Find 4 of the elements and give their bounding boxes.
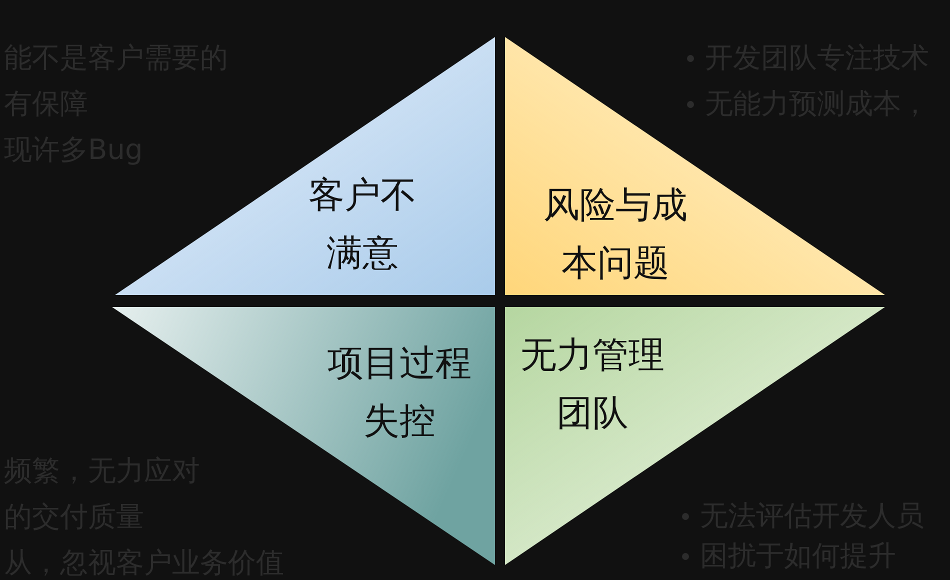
quadrant-title: 项目过程失控 bbox=[326, 342, 473, 444]
quadrant-title: 客户不满意 bbox=[308, 174, 418, 276]
quadrant-title: 无力管理团队 bbox=[520, 334, 666, 436]
quadrant-title: 风险与成本问题 bbox=[542, 184, 689, 286]
